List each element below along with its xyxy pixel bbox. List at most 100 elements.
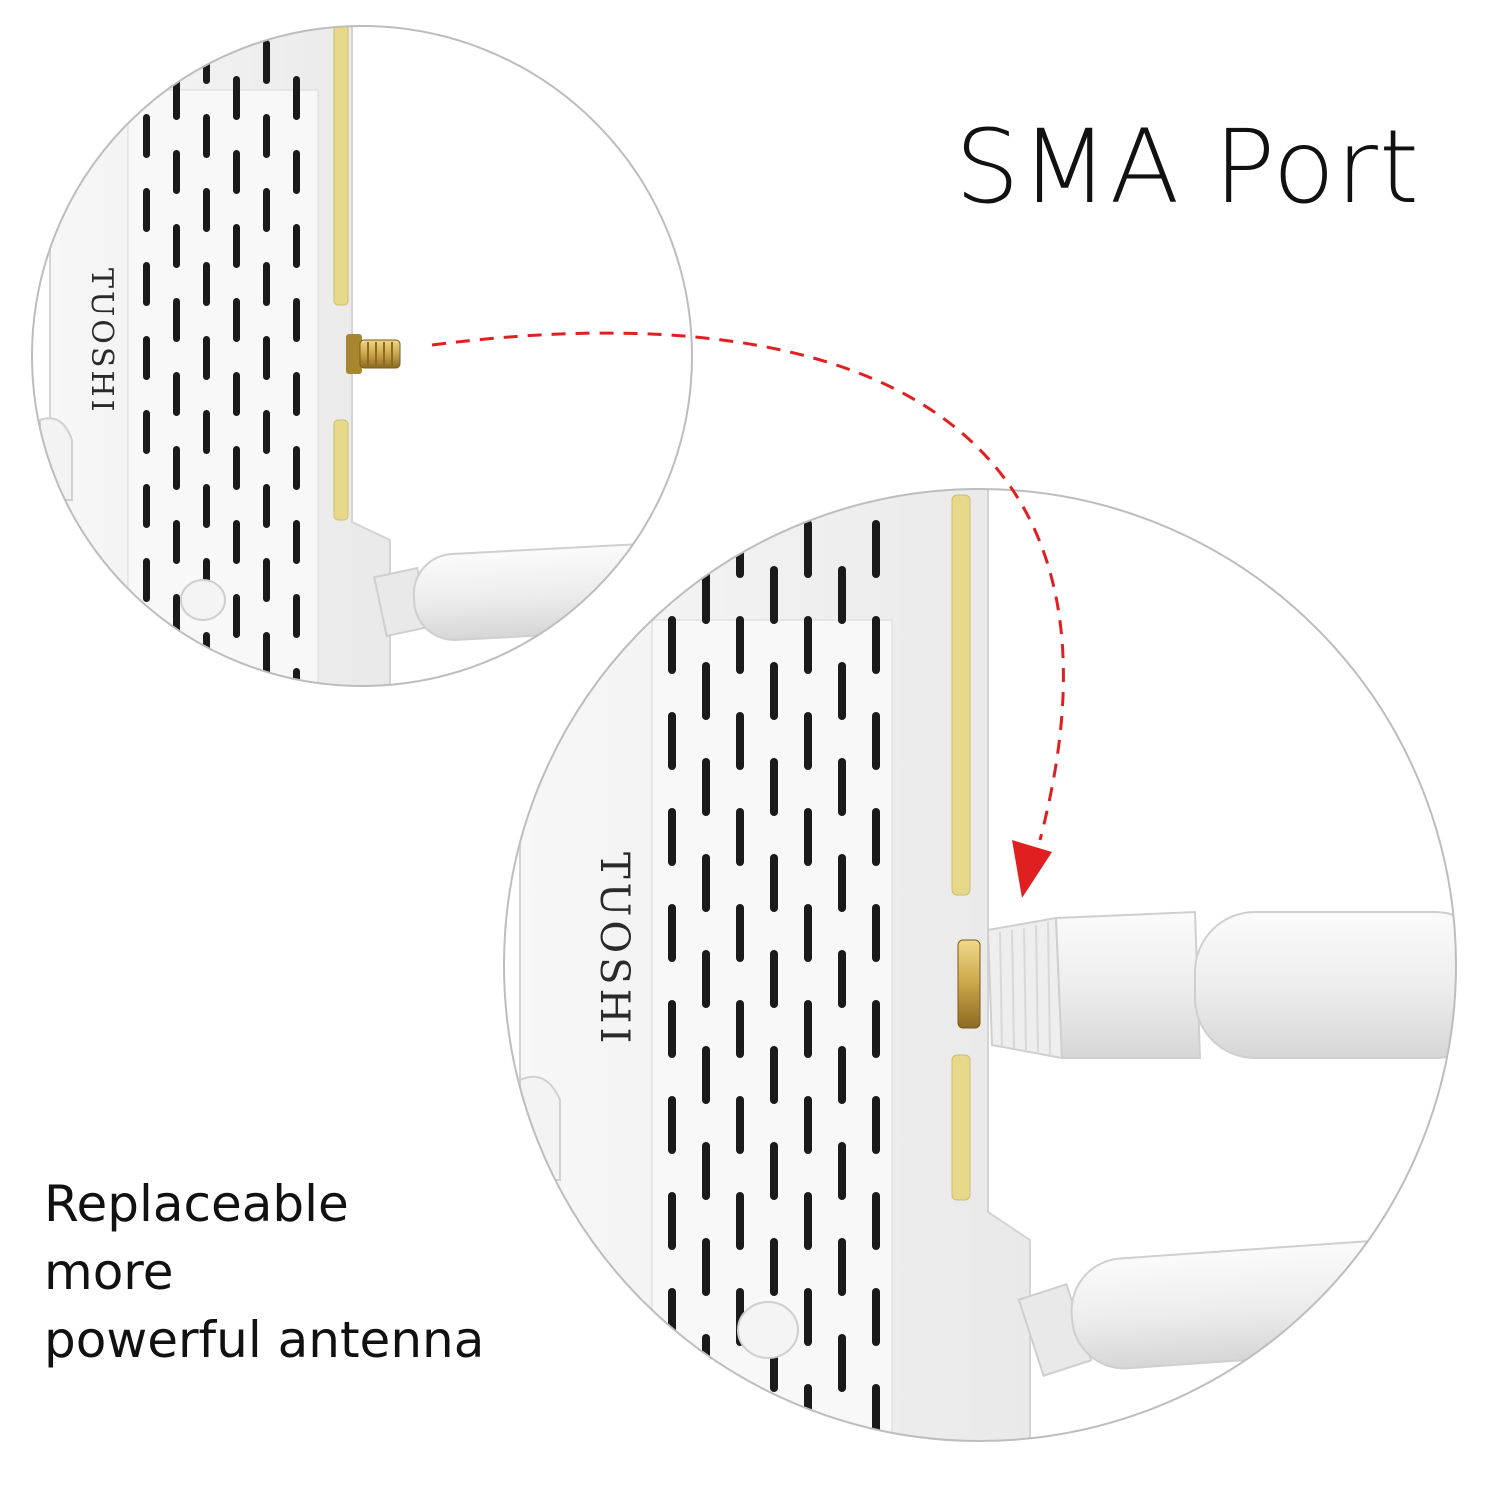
vent-slot — [702, 566, 710, 624]
vent-slot — [173, 742, 180, 786]
vent-slot — [263, 262, 270, 306]
vent-slot — [804, 1000, 812, 1058]
vent-slot — [736, 712, 744, 770]
vent-slot — [233, 298, 240, 342]
vent-slot — [263, 706, 270, 750]
vent-slot — [203, 484, 210, 528]
vent-slot — [233, 150, 240, 194]
caption-line-2: more — [44, 1243, 174, 1301]
vent-slot — [263, 632, 270, 676]
brand-label: TUOSHI — [591, 852, 637, 1047]
vent-slot — [702, 758, 710, 816]
vent-slot — [143, 558, 150, 602]
vent-slot — [872, 1096, 880, 1154]
vent-slot — [293, 446, 300, 490]
vent-slot — [872, 1000, 880, 1058]
vent-slot — [173, 150, 180, 194]
sma-connector — [346, 334, 401, 374]
vent-slot — [263, 40, 270, 84]
vent-slot — [702, 1430, 710, 1441]
vent-slot — [668, 616, 676, 674]
vent-slots — [143, 40, 300, 786]
vent-slot — [804, 1288, 812, 1346]
red-arrow — [431, 331, 1065, 898]
vent-slot — [293, 594, 300, 638]
vent-slot — [233, 668, 240, 686]
vent-slot — [263, 410, 270, 454]
vent-slot — [173, 76, 180, 120]
vent-slot — [668, 1192, 676, 1250]
vent-slot — [293, 372, 300, 416]
vent-slot — [263, 114, 270, 158]
vent-slot — [702, 1334, 710, 1392]
vent-slot — [203, 114, 210, 158]
vent-slot — [804, 712, 812, 770]
vent-slot — [872, 520, 880, 578]
vent-slot — [770, 854, 778, 912]
vent-slot — [203, 188, 210, 232]
vent-slot — [668, 712, 676, 770]
vent-slot — [143, 410, 150, 454]
vent-slot — [838, 758, 846, 816]
vent-slot — [702, 1238, 710, 1296]
vent-slot — [233, 594, 240, 638]
vent-slot — [804, 808, 812, 866]
vent-slot — [293, 76, 300, 120]
vent-slot — [736, 1384, 744, 1441]
vent-slot — [770, 1142, 778, 1200]
vent-slot — [838, 1142, 846, 1200]
vent-slot — [668, 808, 676, 866]
vent-slot — [668, 904, 676, 962]
vent-slot — [736, 904, 744, 962]
caption-line-1: Replaceable — [44, 1175, 349, 1233]
vent-slot — [736, 1000, 744, 1058]
vent-slot — [838, 950, 846, 1008]
vent-slot — [293, 150, 300, 194]
vent-slot — [872, 712, 880, 770]
vent-slot — [838, 1430, 846, 1441]
vent-slot — [770, 1430, 778, 1441]
vent-slot — [770, 566, 778, 624]
vent-slot — [668, 1096, 676, 1154]
bottom-closeup: TUOSHI — [504, 489, 1456, 1441]
vent-slot — [203, 336, 210, 380]
vent-slot — [143, 40, 150, 84]
vent-slot — [770, 1046, 778, 1104]
vent-slot — [173, 520, 180, 564]
vent-slot — [293, 668, 300, 686]
vent-slot — [173, 446, 180, 490]
vent-slot — [736, 808, 744, 866]
vent-slot — [702, 950, 710, 1008]
vent-slot — [872, 904, 880, 962]
vent-slot — [804, 520, 812, 578]
vent-slot — [872, 1384, 880, 1441]
vent-slot — [702, 1142, 710, 1200]
vent-slot — [293, 224, 300, 268]
vent-slot — [203, 410, 210, 454]
vent-slot — [173, 668, 180, 686]
vent-slot — [173, 372, 180, 416]
vent-slot — [233, 446, 240, 490]
vent-slot — [838, 1334, 846, 1392]
vent-slot — [838, 1238, 846, 1296]
vent-slot — [263, 558, 270, 602]
vent-slot — [838, 1046, 846, 1104]
vent-slot — [770, 758, 778, 816]
vent-slot — [203, 40, 210, 84]
vent-slot — [293, 520, 300, 564]
vent-slot — [804, 1192, 812, 1250]
vent-slot — [293, 298, 300, 342]
vent-slot — [736, 1192, 744, 1250]
vent-slot — [770, 950, 778, 1008]
vent-slot — [263, 188, 270, 232]
vent-slot — [668, 1384, 676, 1441]
vent-slot — [173, 224, 180, 268]
vent-slot — [770, 1238, 778, 1296]
vent-slot — [770, 662, 778, 720]
vent-slot — [143, 114, 150, 158]
vent-slot — [838, 854, 846, 912]
vent-slot — [233, 372, 240, 416]
vent-slot — [263, 484, 270, 528]
